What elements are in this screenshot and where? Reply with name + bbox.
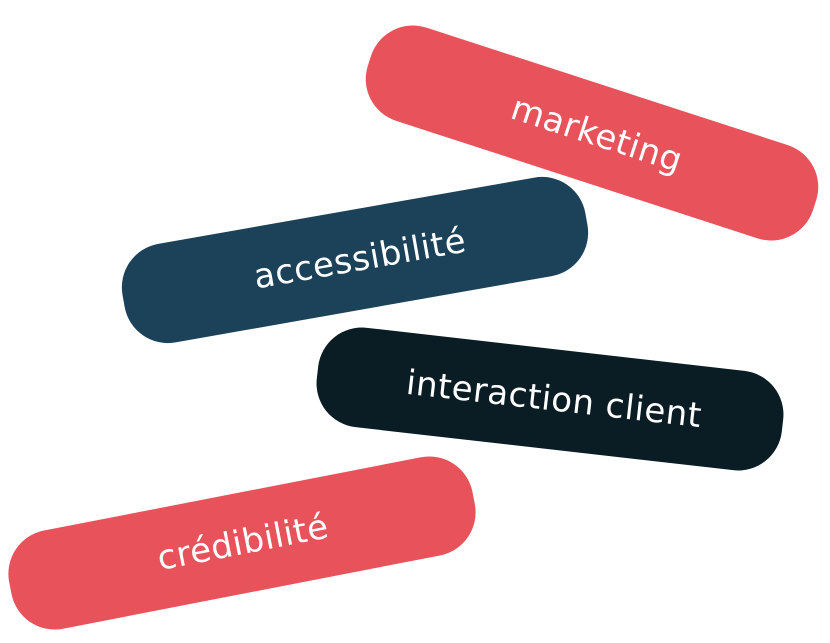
tag-label-interaction-client: interaction client [404,362,704,437]
tag-label-marketing: marketing [506,88,688,182]
tag-label-accessibilite: accessibilité [250,220,470,298]
tag-pill-interaction-client: interaction client [311,322,789,476]
tag-label-credibilite: crédibilité [153,506,332,580]
tag-pill-credibilite: crédibilité [0,448,484,638]
tag-pill-accessibilite: accessibilité [114,169,596,351]
